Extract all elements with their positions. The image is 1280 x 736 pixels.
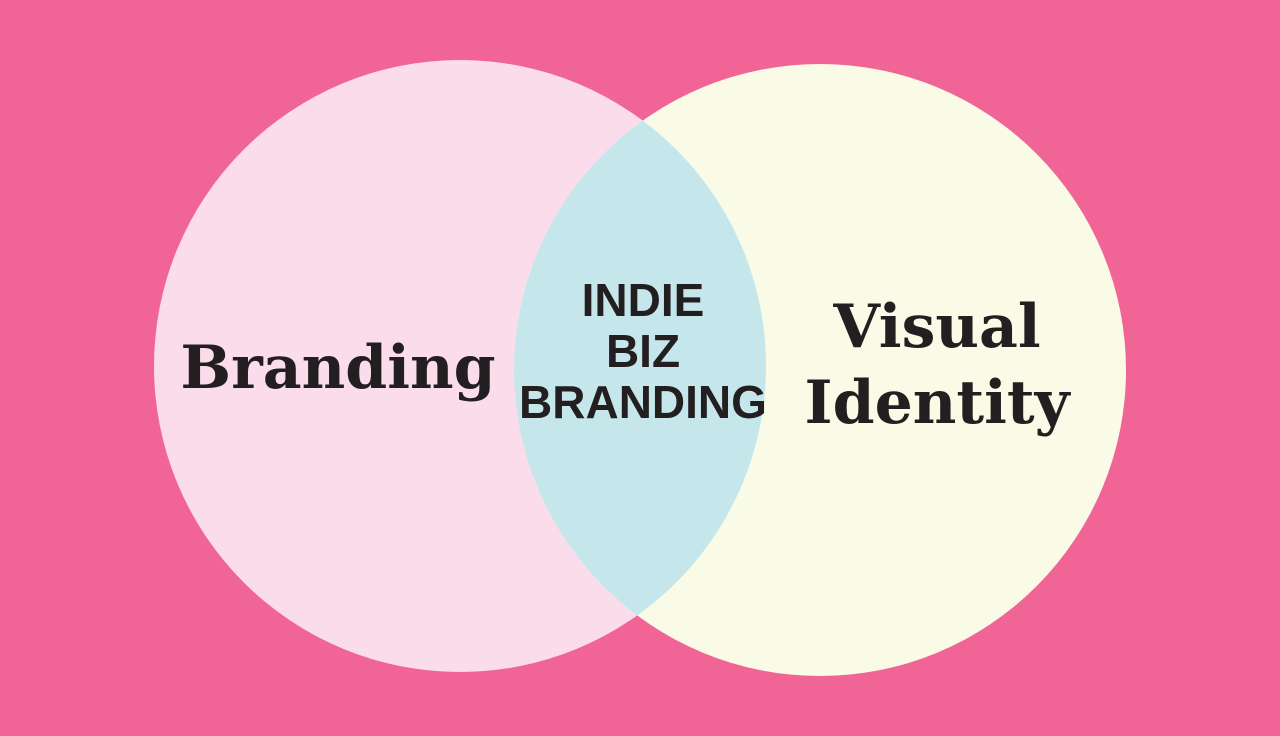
right-circle-label-line-1: Visual	[832, 292, 1040, 362]
left-circle-label: Branding	[180, 333, 495, 403]
overlap-label-line-2: BIZ	[606, 325, 680, 377]
overlap-region	[514, 64, 766, 672]
overlap-label-line-1: INDIE	[582, 274, 705, 326]
right-circle-label-line-2: Identity	[805, 368, 1072, 438]
overlap-label-line-3: BRANDING	[519, 376, 767, 428]
